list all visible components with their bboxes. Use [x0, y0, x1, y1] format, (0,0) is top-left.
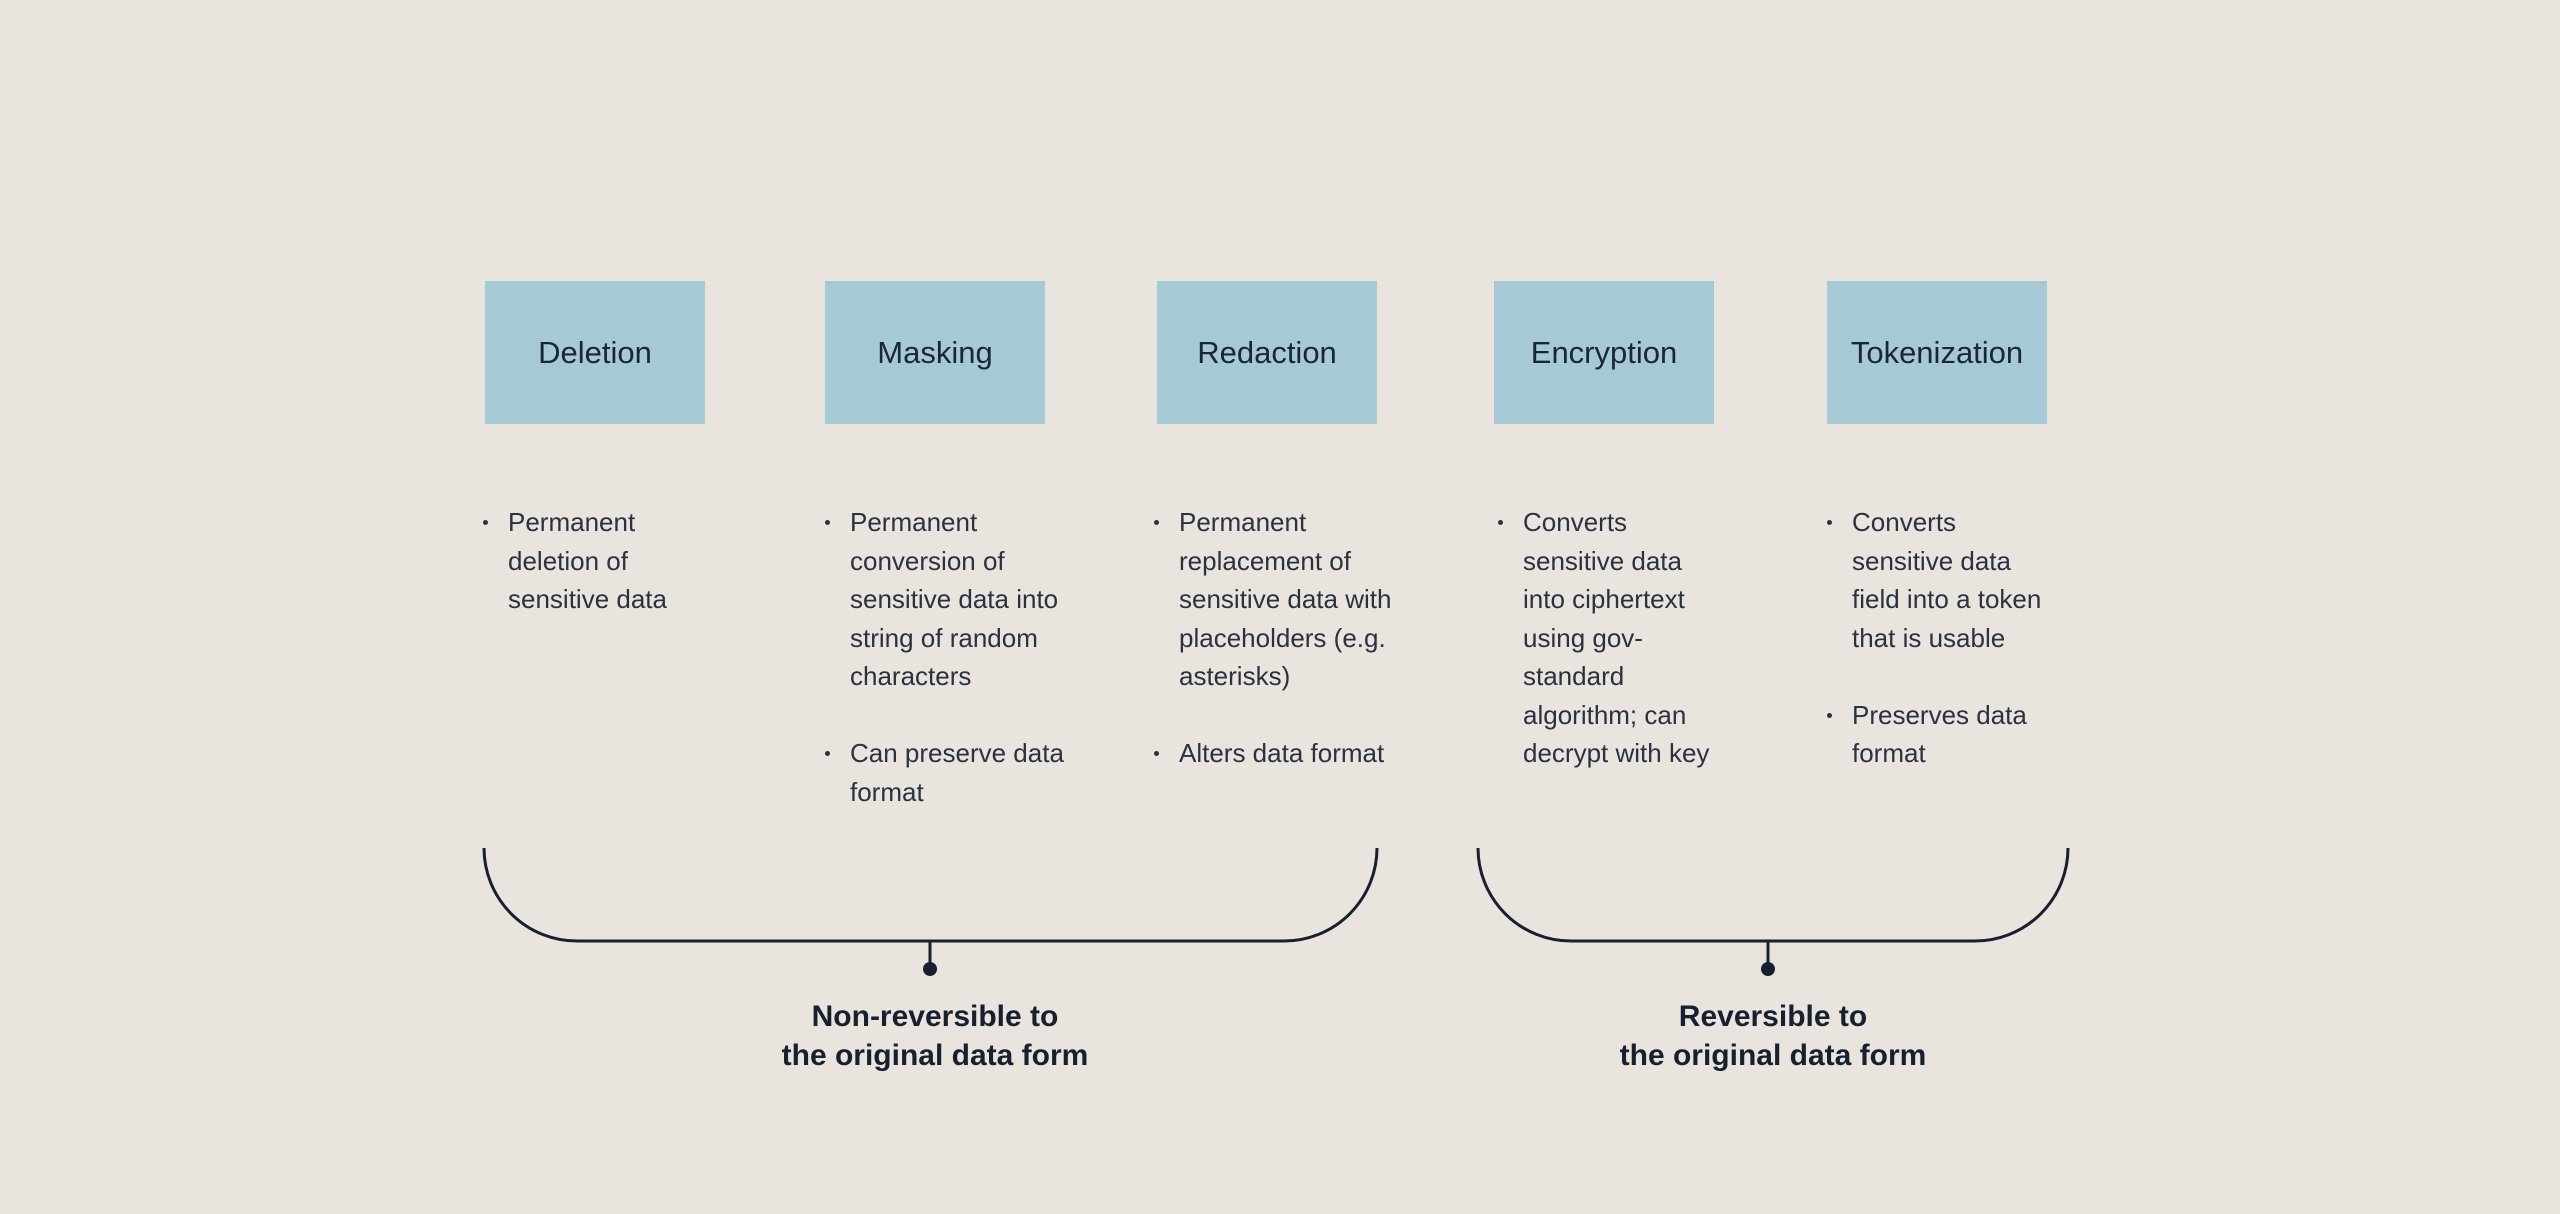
group-label-line: Reversible to — [1678, 1000, 1868, 1033]
bracket-reversible — [1476, 847, 2070, 976]
group-label-line: the original data form — [1619, 1039, 1927, 1072]
method-box-redaction: Redaction — [1157, 281, 1377, 424]
method-label-deletion: Deletion — [538, 334, 652, 370]
method-box-encryption: Encryption — [1494, 281, 1714, 424]
method-label-encryption: Encryption — [1530, 334, 1678, 370]
bullet-item: Alters data format — [1151, 734, 1411, 773]
bullet-item: Permanent replacement of sensitive data … — [1151, 503, 1411, 696]
method-box-masking: Masking — [825, 281, 1045, 424]
bullet-item: Can preserve data format — [822, 734, 1092, 811]
connector-dot — [923, 962, 937, 976]
bullet-item: Permanent conversion of sensitive data i… — [822, 503, 1092, 696]
group-label-reversible: Reversible to the original data form — [1543, 997, 2003, 1075]
method-box-deletion: Deletion — [485, 281, 705, 424]
method-box-tokenization: Tokenization — [1827, 281, 2047, 424]
bullets-deletion: Permanent deletion of sensitive data — [480, 503, 690, 657]
bullets-tokenization: Converts sensitive data field into a tok… — [1824, 503, 2049, 811]
bullet-item: Permanent deletion of sensitive data — [480, 503, 690, 619]
method-label-tokenization: Tokenization — [1850, 334, 2024, 370]
group-label-line: Non-reversible to — [811, 1000, 1059, 1033]
bullets-masking: Permanent conversion of sensitive data i… — [822, 503, 1092, 850]
bracket-non-reversible — [482, 847, 1379, 976]
method-label-redaction: Redaction — [1197, 334, 1337, 370]
method-label-masking: Masking — [877, 334, 993, 370]
bullet-item: Preserves data format — [1824, 696, 2049, 773]
group-label-line: the original data form — [781, 1039, 1089, 1072]
connector-dot — [1761, 962, 1775, 976]
bullet-item: Converts sensitive data into ciphertext … — [1495, 503, 1725, 773]
bullet-item: Converts sensitive data field into a tok… — [1824, 503, 2049, 657]
bullets-encryption: Converts sensitive data into ciphertext … — [1495, 503, 1725, 811]
group-label-non-reversible: Non-reversible to the original data form — [705, 997, 1165, 1075]
bullets-redaction: Permanent replacement of sensitive data … — [1151, 503, 1411, 811]
